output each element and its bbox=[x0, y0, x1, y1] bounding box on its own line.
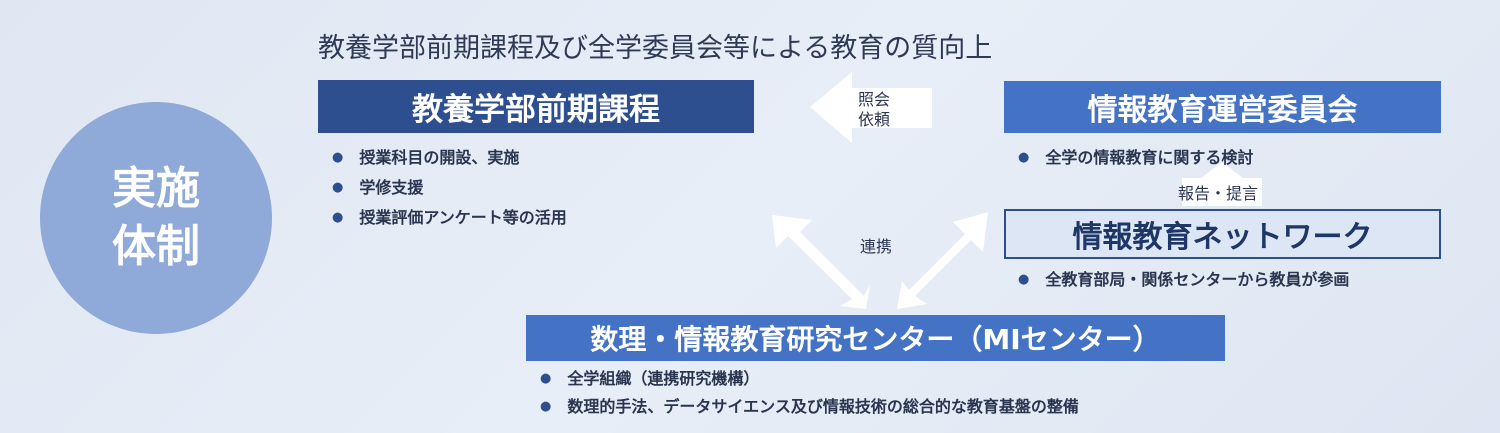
implementation-circle: 実施 体制 bbox=[40, 102, 272, 334]
report-arrow-icon bbox=[1182, 162, 1262, 206]
link-arrow-right-icon bbox=[897, 212, 988, 309]
list-item: 全学組織（連携研究機構） bbox=[540, 366, 1079, 394]
network-list: 全教育部局・関係センターから教員が参画 bbox=[1018, 266, 1349, 296]
unei-list: 全学の情報教育に関する検討 bbox=[1018, 144, 1253, 174]
list-item: 全教育部局・関係センターから教員が参画 bbox=[1018, 266, 1349, 296]
kyoyo-title: 教養学部前期課程 bbox=[412, 92, 660, 128]
link-arrow-left-icon bbox=[772, 215, 870, 309]
list-item: 授業評価アンケート等の活用 bbox=[332, 204, 566, 234]
request-arrow-icon bbox=[810, 72, 932, 143]
report-label: 報告・提言 bbox=[1178, 184, 1259, 203]
request-label-line2: 依頼 bbox=[858, 110, 891, 129]
mi-center-box: 数理・情報教育研究センター（MIセンター） bbox=[526, 315, 1225, 361]
list-item: 全学の情報教育に関する検討 bbox=[1018, 144, 1253, 174]
circle-label: 実施 体制 bbox=[112, 163, 200, 272]
request-label: 照会 依頼 bbox=[858, 90, 890, 130]
request-label-line1: 照会 bbox=[858, 90, 891, 109]
unei-title: 情報教育運営委員会 bbox=[1087, 93, 1358, 128]
mi-center-title: 数理・情報教育研究センター（MIセンター） bbox=[590, 323, 1161, 356]
network-box: 情報教育ネットワーク bbox=[1004, 209, 1441, 259]
headline: 教養学部前期課程及び全学委員会等による教育の質向上 bbox=[318, 33, 993, 64]
list-item: 授業科目の開設、実施 bbox=[332, 144, 567, 174]
unei-box: 情報教育運営委員会 bbox=[1004, 81, 1441, 133]
list-item: 学修支援 bbox=[332, 174, 567, 204]
network-title: 情報教育ネットワーク bbox=[1072, 220, 1373, 255]
mi-center-list: 全学組織（連携研究機構） 数理的手法、データサイエンス及び情報技術の総合的な教育… bbox=[540, 366, 1079, 422]
link-label: 連携 bbox=[860, 237, 893, 256]
list-item: 数理的手法、データサイエンス及び情報技術の総合的な教育基盤の整備 bbox=[540, 394, 1079, 422]
kyoyo-box: 教養学部前期課程 bbox=[318, 80, 754, 133]
kyoyo-list: 授業科目の開設、実施 学修支援 授業評価アンケート等の活用 bbox=[332, 144, 567, 234]
